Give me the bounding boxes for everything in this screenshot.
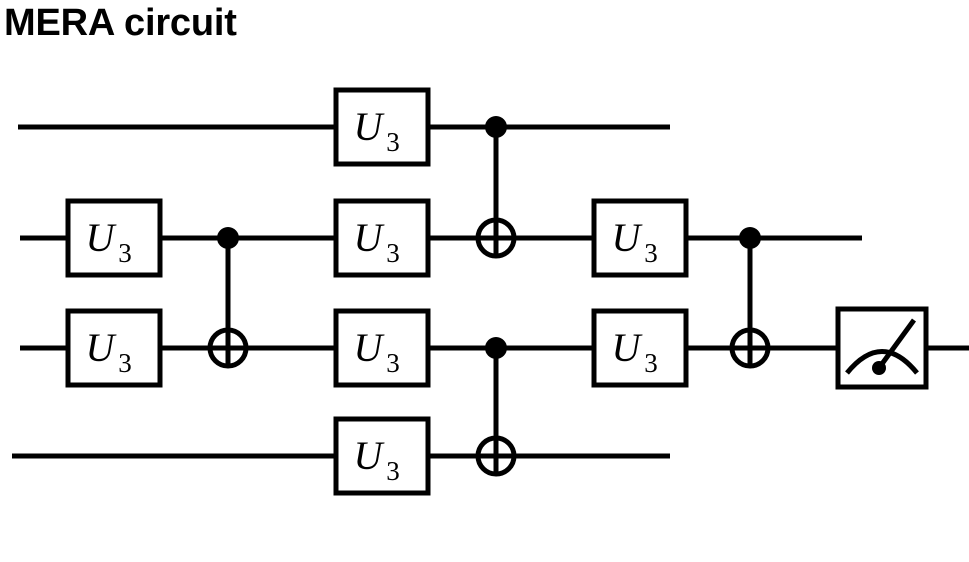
gate-box[interactable] — [333, 198, 431, 278]
gate-box[interactable] — [333, 308, 431, 388]
cx-q2-q3-b[interactable] — [729, 227, 771, 369]
gate-label-subscript: 3 — [644, 348, 658, 378]
measurement-gates-group — [835, 306, 929, 390]
gate-box[interactable] — [591, 308, 689, 388]
meter-needle-icon — [876, 318, 917, 370]
cnot-control-dot[interactable] — [485, 116, 507, 138]
gate-label-subscript: 3 — [386, 456, 400, 486]
gate-label-subscript: 3 — [386, 238, 400, 268]
gate-box[interactable] — [65, 198, 163, 278]
gate-label-subscript: 3 — [644, 238, 658, 268]
cx-q1-q2[interactable] — [475, 116, 517, 259]
measure-q3[interactable] — [835, 306, 929, 390]
gate-label: U — [354, 325, 386, 370]
meter-pivot-icon — [872, 361, 886, 375]
cnot-control-dot[interactable] — [485, 337, 507, 359]
gate-box[interactable] — [333, 87, 431, 167]
gate-label-subscript: 3 — [118, 348, 132, 378]
gate-label-subscript: 3 — [118, 238, 132, 268]
gate-label: U — [354, 104, 386, 149]
gate-label: U — [354, 433, 386, 478]
cx-q3-q4[interactable] — [475, 337, 517, 477]
qubit-wires-group — [12, 124, 969, 459]
gate-box[interactable] — [591, 198, 689, 278]
cnot-gates-group — [207, 116, 771, 477]
gate-label-subscript: 3 — [386, 127, 400, 157]
page-title: MERA circuit — [4, 2, 237, 44]
gate-label: U — [86, 215, 118, 260]
meter-arc-icon — [845, 349, 919, 375]
gate-label: U — [86, 325, 118, 370]
gate-label-subscript: 3 — [386, 348, 400, 378]
gate-label: U — [354, 215, 386, 260]
cx-q2-q3[interactable] — [207, 227, 249, 369]
gate-box[interactable] — [65, 308, 163, 388]
gate-label: U — [612, 215, 644, 260]
cnot-control-dot[interactable] — [217, 227, 239, 249]
cnot-control-dot[interactable] — [739, 227, 761, 249]
gate-box[interactable] — [333, 416, 431, 496]
gate-label: U — [612, 325, 644, 370]
